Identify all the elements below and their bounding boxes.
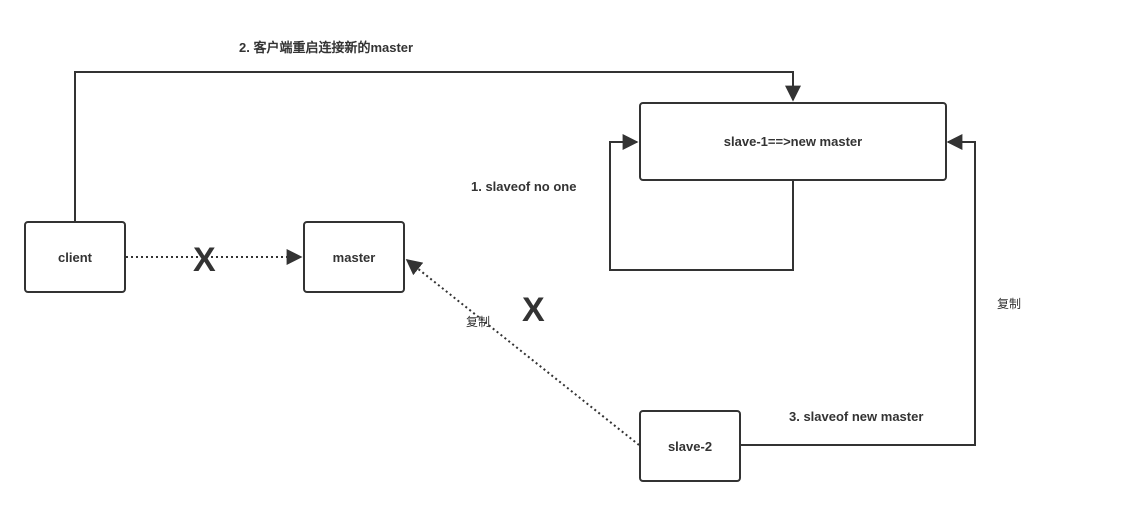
- node-master-label: master: [332, 249, 376, 265]
- edge-slave1-self-loop: [609, 134, 794, 271]
- node-slave-2: slave-2: [639, 410, 741, 482]
- edge-slave2-to-master: [405, 259, 640, 446]
- node-master: master: [303, 221, 405, 293]
- label-replicate-new: 复制: [997, 297, 1022, 311]
- node-slave-2-label: slave-2: [667, 438, 713, 454]
- node-slave-1: slave-1==>new master: [639, 102, 947, 181]
- cross-mark-replication: X: [522, 291, 545, 329]
- node-client-label: client: [58, 249, 92, 265]
- cross-mark-client-master: X: [193, 241, 216, 279]
- label-slaveof-no-one: 1. slaveof no one: [471, 179, 577, 194]
- edge-slave2-to-new-master: [741, 134, 976, 446]
- label-reconnect: 2. 客户端重启连接新的master: [239, 40, 414, 55]
- label-slaveof-new-master: 3. slaveof new master: [789, 409, 924, 424]
- node-slave-1-label: slave-1==>new master: [723, 134, 863, 149]
- label-replicate-old: 复制: [466, 315, 491, 329]
- node-client: client: [24, 221, 126, 293]
- edge-client-to-new-master: [74, 71, 801, 221]
